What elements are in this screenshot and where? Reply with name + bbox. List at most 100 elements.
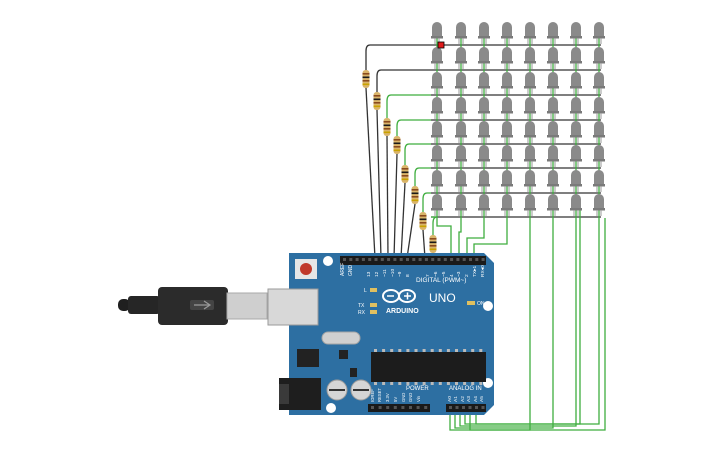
header-pin[interactable] [349, 258, 353, 261]
led[interactable] [478, 47, 490, 69]
led[interactable] [431, 170, 443, 192]
header-pin[interactable] [462, 406, 465, 409]
header-pin[interactable] [406, 258, 409, 261]
resistor-to-pin-wire[interactable] [376, 109, 382, 259]
led[interactable] [501, 97, 513, 119]
header-pin[interactable] [387, 258, 391, 261]
header-pin[interactable] [355, 258, 359, 261]
header-pin[interactable] [424, 258, 428, 261]
header-pin[interactable] [469, 258, 472, 261]
led[interactable] [593, 170, 605, 192]
led[interactable] [593, 97, 605, 119]
resistor[interactable] [383, 118, 391, 136]
header-pin[interactable] [443, 258, 447, 261]
header-pin[interactable] [437, 258, 441, 261]
led[interactable] [593, 47, 605, 69]
led[interactable] [524, 194, 536, 216]
led[interactable] [593, 22, 605, 44]
resistor-lead-wire[interactable] [386, 94, 431, 118]
resistor-to-pin-wire[interactable] [400, 182, 406, 259]
led[interactable] [570, 145, 582, 167]
header-pin[interactable] [468, 406, 472, 409]
led[interactable] [501, 47, 513, 69]
led[interactable] [570, 22, 582, 44]
led[interactable] [524, 22, 536, 44]
led[interactable] [478, 121, 490, 143]
header-pin[interactable] [393, 406, 397, 409]
header-pin[interactable] [401, 406, 405, 409]
led[interactable] [501, 170, 513, 192]
resistor[interactable] [411, 186, 419, 204]
led[interactable] [501, 121, 513, 143]
led[interactable] [524, 97, 536, 119]
led[interactable] [547, 97, 559, 119]
header-pin[interactable] [475, 258, 479, 261]
resistor-to-pin-wire[interactable] [386, 135, 389, 259]
resistor-lead-wire[interactable] [376, 69, 431, 92]
led[interactable] [501, 72, 513, 94]
resistor[interactable] [362, 70, 370, 88]
usb-cable[interactable] [118, 287, 268, 325]
led[interactable] [501, 194, 513, 216]
led[interactable] [431, 47, 443, 69]
led[interactable] [478, 145, 490, 167]
led[interactable] [524, 72, 536, 94]
resistor[interactable] [393, 136, 401, 154]
led[interactable] [478, 194, 490, 216]
led[interactable] [570, 170, 582, 192]
led[interactable] [431, 72, 443, 94]
led[interactable] [455, 72, 467, 94]
resistor[interactable] [419, 212, 427, 230]
resistor-to-pin-wire[interactable] [365, 87, 376, 259]
led[interactable] [570, 97, 582, 119]
resistor-to-pin-wire[interactable] [393, 153, 398, 259]
header-pin[interactable] [449, 406, 452, 409]
led[interactable] [478, 22, 490, 44]
header-pin[interactable] [455, 406, 459, 409]
header-pin[interactable] [418, 258, 422, 261]
led[interactable] [431, 22, 443, 44]
led[interactable] [547, 170, 559, 192]
led[interactable] [431, 145, 443, 167]
led[interactable] [593, 145, 605, 167]
led[interactable] [478, 97, 490, 119]
header-pin[interactable] [343, 258, 346, 261]
header-pin[interactable] [481, 406, 485, 409]
column-wire[interactable] [469, 218, 606, 431]
led[interactable] [524, 145, 536, 167]
resistor[interactable] [401, 165, 409, 183]
resistor-lead-wire[interactable] [422, 192, 431, 212]
header-pin[interactable] [380, 258, 384, 261]
led[interactable] [593, 194, 605, 216]
led[interactable] [478, 72, 490, 94]
resistor[interactable] [429, 235, 437, 253]
led[interactable] [501, 145, 513, 167]
led[interactable] [455, 121, 467, 143]
led[interactable] [547, 145, 559, 167]
led[interactable] [570, 121, 582, 143]
header-pin[interactable] [371, 406, 374, 409]
header-pin[interactable] [424, 406, 428, 409]
led[interactable] [431, 97, 443, 119]
column-wire[interactable] [459, 30, 577, 427]
resistor-lead-wire[interactable] [431, 216, 438, 235]
led[interactable] [570, 194, 582, 216]
led[interactable] [478, 170, 490, 192]
led[interactable] [455, 47, 467, 69]
resistor-to-pin-wire[interactable] [406, 203, 416, 259]
header-pin[interactable] [393, 258, 397, 261]
header-pin[interactable] [378, 406, 382, 409]
header-pin[interactable] [416, 406, 420, 409]
led[interactable] [547, 121, 559, 143]
header-pin[interactable] [374, 258, 378, 261]
led[interactable] [570, 47, 582, 69]
led[interactable] [455, 22, 467, 44]
header-pin[interactable] [412, 258, 416, 261]
header-pin[interactable] [361, 258, 365, 261]
led[interactable] [547, 72, 559, 94]
led[interactable] [501, 22, 513, 44]
resistor-lead-wire[interactable] [365, 44, 431, 70]
led[interactable] [524, 121, 536, 143]
